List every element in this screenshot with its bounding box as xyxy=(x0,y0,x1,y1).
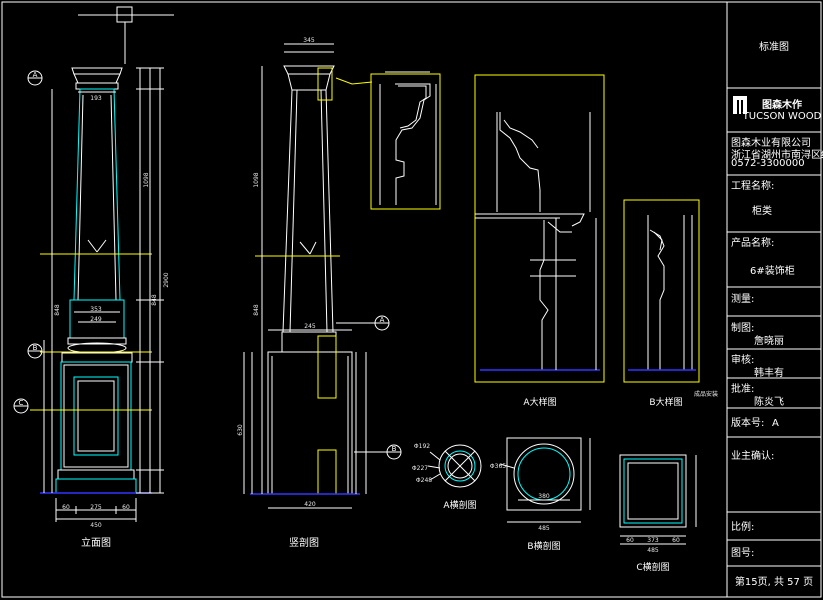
front-base-width-dim: 450 xyxy=(90,522,102,529)
front-ring-dim: 353 xyxy=(90,306,102,313)
section-a-dia-1: Φ192 xyxy=(414,443,430,450)
front-base-split-3: 60 xyxy=(122,504,130,511)
product-value: 6#装饰柜 xyxy=(750,264,795,277)
section-b-inner-dim: 380 xyxy=(538,493,550,500)
side-shaft-dim: 1098 xyxy=(253,172,260,187)
company-address: 浙江省湖州市南浔区经济开发区 xyxy=(731,148,823,161)
front-top-dim: 193 xyxy=(90,95,102,102)
section-a-dia-2: Φ227 xyxy=(412,465,428,472)
side-view-title: 竖剖图 xyxy=(289,536,319,549)
marker-a-label: A xyxy=(33,71,38,79)
draw-value: 詹晓丽 xyxy=(754,334,784,347)
a-detail xyxy=(474,74,605,383)
side-lower-dim: 848 xyxy=(253,304,260,316)
logo-en-text: TUCSON WOOD xyxy=(742,111,822,122)
capital-detail xyxy=(370,71,441,210)
approve-label: 批准: xyxy=(731,382,754,395)
title-block xyxy=(727,87,821,567)
section-c-width-dim: 485 xyxy=(647,547,659,554)
marker-c-front: C xyxy=(13,398,29,414)
front-base-split-2: 275 xyxy=(90,504,102,511)
section-b-dia: Φ365 xyxy=(490,463,506,470)
detail-b-title: B大样图 xyxy=(649,396,682,408)
review-label: 审核: xyxy=(731,353,754,366)
marker-b-label: B xyxy=(33,344,38,352)
side-base-dim: 630 xyxy=(237,424,244,436)
front-elevation xyxy=(30,67,164,522)
front-lower-dim: 848 xyxy=(151,294,158,306)
section-c-split-1: 60 xyxy=(626,537,634,544)
front-lower-left-dim: 848 xyxy=(54,304,61,316)
version-label: 版本号: xyxy=(731,416,764,429)
side-top-dim: 345 xyxy=(303,37,315,44)
section-a xyxy=(427,444,482,488)
draw-label: 制图: xyxy=(731,321,754,334)
company-phone: 0572-3300000 xyxy=(731,158,805,169)
scale-label: 比例: xyxy=(731,520,754,533)
marker-b-side-label: B xyxy=(392,445,397,453)
page-info: 第15页, 共 57 页 xyxy=(735,575,813,588)
front-base-split-1: 60 xyxy=(62,504,70,511)
front-shaft-dim: 1098 xyxy=(143,172,150,187)
approve-value: 陈炎飞 xyxy=(754,395,784,408)
front-ring2-dim: 249 xyxy=(90,316,102,323)
drawing-type: 标准图 xyxy=(759,41,789,53)
section-a-dia-3: Φ248 xyxy=(416,477,432,484)
owner-label: 业主确认: xyxy=(731,449,774,462)
ucs-crosshair-icon xyxy=(78,6,174,64)
product-label: 产品名称: xyxy=(731,236,774,249)
measure-label: 测量: xyxy=(731,292,754,305)
logo-cn-text: 图森木作 xyxy=(762,98,802,111)
version-value: A xyxy=(772,418,779,429)
marker-b-front: B xyxy=(27,343,43,359)
section-c-split-3: 60 xyxy=(672,537,680,544)
section-b-width-dim: 485 xyxy=(538,525,550,532)
drawing-no-label: 图号: xyxy=(731,547,754,559)
front-view-title: 立面图 xyxy=(81,536,111,549)
section-c xyxy=(619,454,697,545)
detail-a-title: A大样图 xyxy=(523,396,556,408)
marker-a-side-label: A xyxy=(380,316,385,324)
marker-a-side: A xyxy=(336,315,390,331)
section-a-title: A横剖图 xyxy=(443,499,476,511)
marker-a-front: A xyxy=(27,70,43,86)
section-b xyxy=(499,437,591,523)
section-b-title: B横剖图 xyxy=(527,540,560,552)
front-total-dim: 2900 xyxy=(163,272,170,287)
marker-c-label: C xyxy=(19,399,24,407)
side-mid-dim: 245 xyxy=(304,323,316,330)
marker-b-side: B xyxy=(354,444,402,460)
side-section xyxy=(243,43,373,509)
side-base-width-dim: 420 xyxy=(304,501,316,508)
review-value: 韩丰有 xyxy=(754,366,784,379)
project-value: 柜类 xyxy=(752,204,772,217)
company-name: 图森木业有限公司 xyxy=(731,136,811,149)
section-c-title: C横剖图 xyxy=(636,561,669,573)
b-detail xyxy=(623,199,700,383)
detail-b-note: 成品安装 xyxy=(694,390,718,398)
project-label: 工程名称: xyxy=(731,179,774,192)
tucson-logo-icon xyxy=(733,96,747,114)
section-c-split-2: 373 xyxy=(647,537,659,544)
